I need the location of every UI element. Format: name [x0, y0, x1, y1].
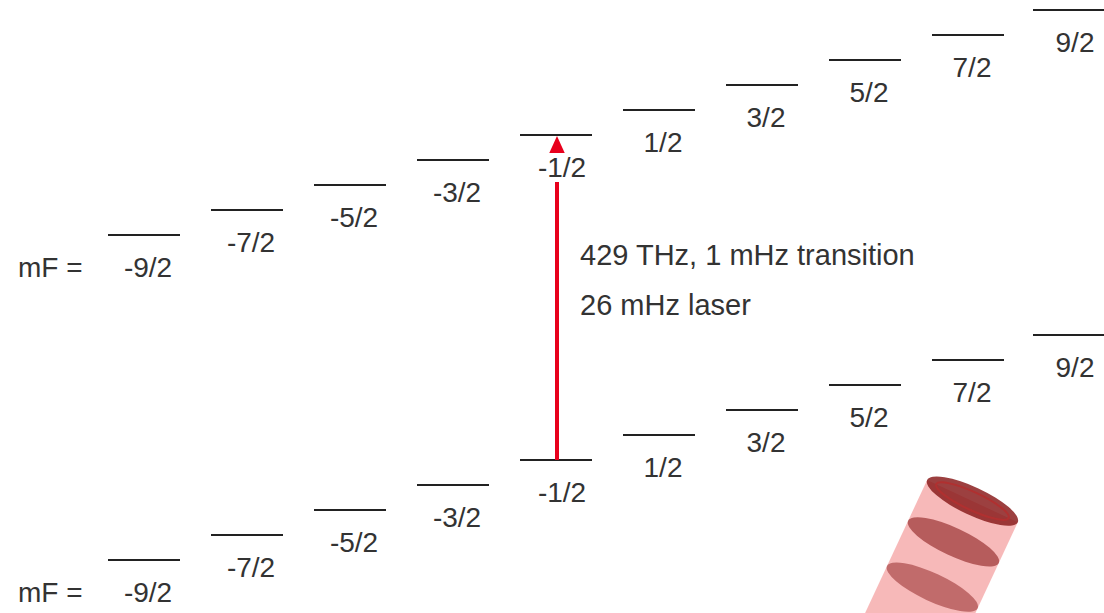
level-label: -3/2: [433, 503, 481, 532]
transition-note: 429 THz, 1 mHz transition: [580, 240, 915, 270]
level-label: -7/2: [227, 553, 275, 582]
level-label: -3/2: [433, 178, 481, 207]
mf-label: mF =: [18, 253, 83, 282]
level-label: 7/2: [953, 53, 992, 82]
transition-arrow: [547, 136, 567, 460]
level-label: -9/2: [124, 578, 172, 607]
level-label: 5/2: [850, 403, 889, 432]
level-label: 9/2: [1056, 353, 1095, 382]
level-label: 9/2: [1056, 28, 1095, 57]
level-label: -5/2: [330, 528, 378, 557]
level-label: -7/2: [227, 228, 275, 257]
level-label: -1/2: [536, 153, 588, 182]
level-label: -5/2: [330, 203, 378, 232]
level-label: 7/2: [953, 378, 992, 407]
level-label: 3/2: [747, 103, 786, 132]
level-label: 1/2: [644, 128, 683, 157]
level-label: 1/2: [644, 453, 683, 482]
laser-beam: [864, 467, 1024, 613]
mf-label: mF =: [18, 578, 83, 607]
level-label: 3/2: [747, 428, 786, 457]
level-label: -1/2: [536, 478, 588, 507]
upper-levels: [108, 10, 1104, 235]
transition-note: 26 mHz laser: [580, 290, 751, 320]
level-label: 5/2: [850, 78, 889, 107]
level-label: -9/2: [124, 253, 172, 282]
